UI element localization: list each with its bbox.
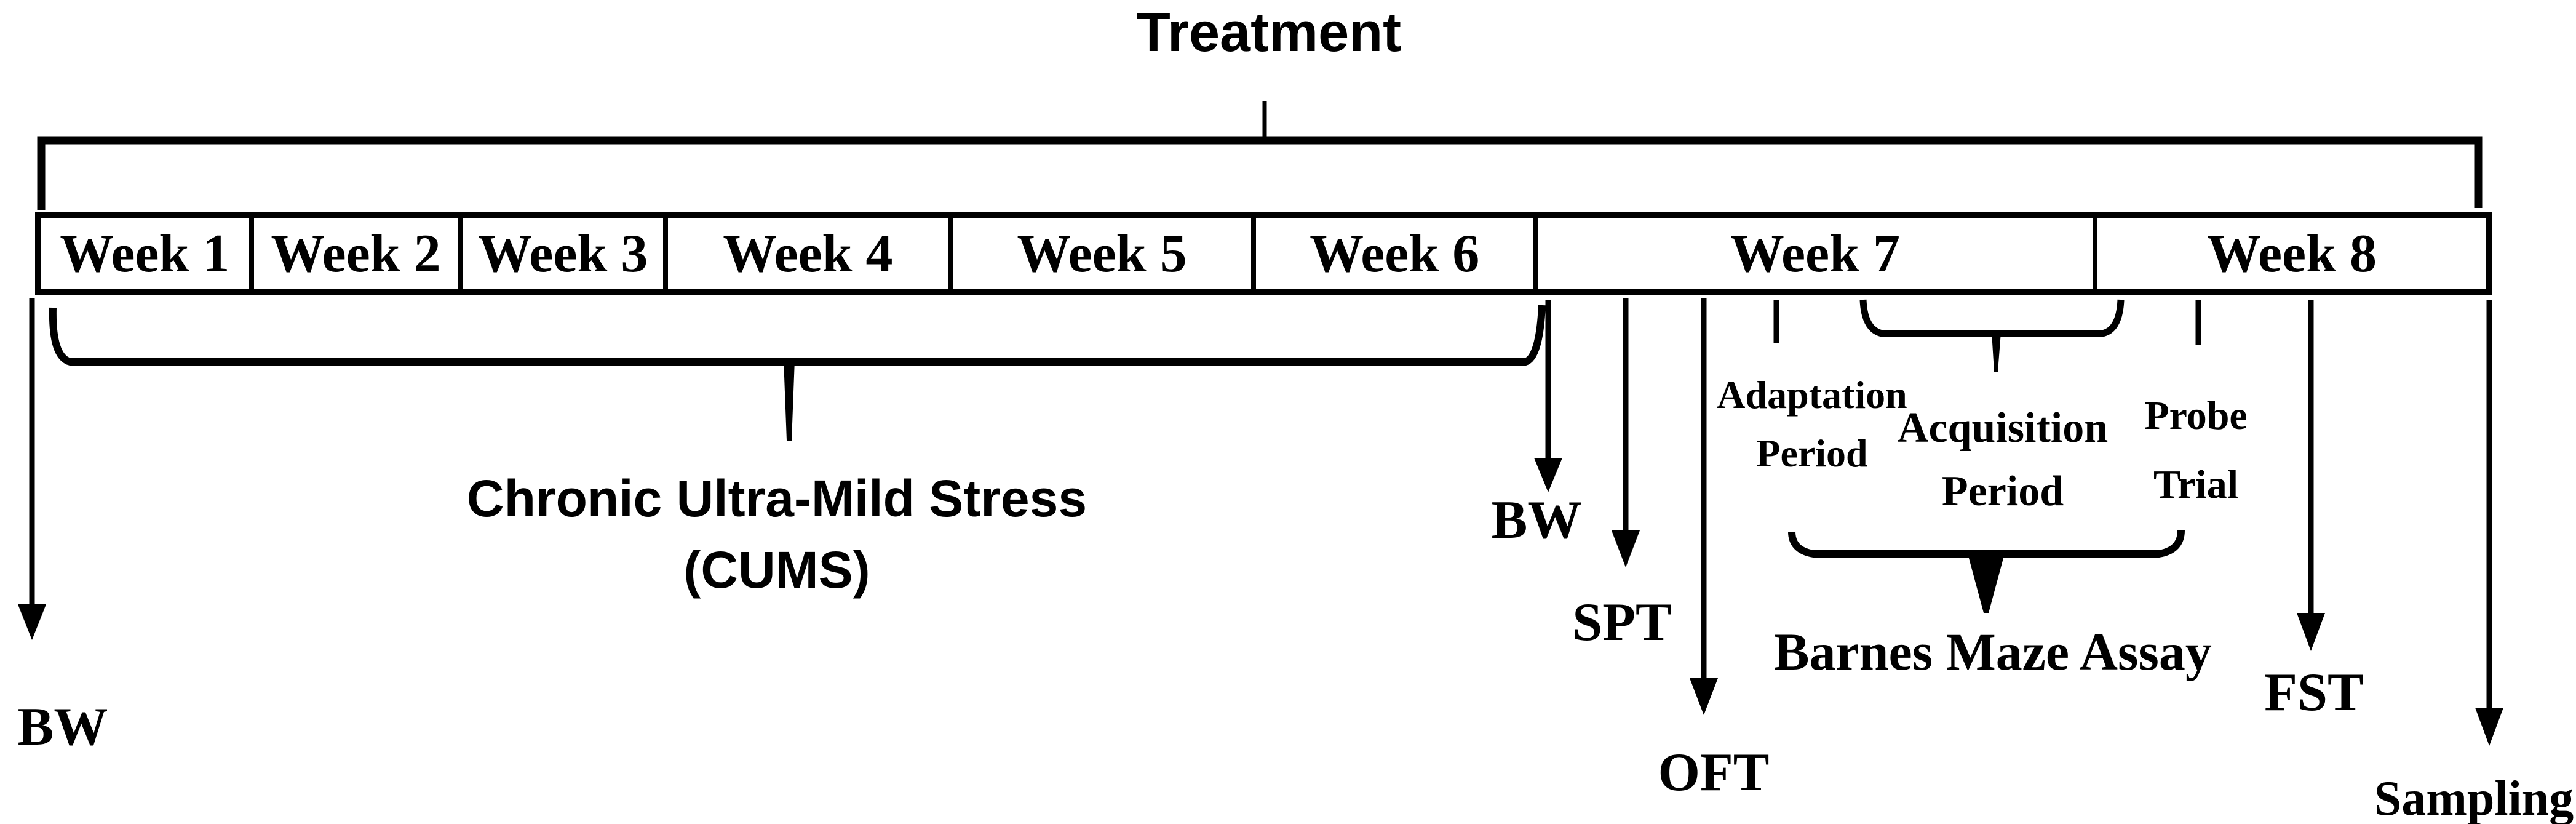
acquisition-brace [1859,299,2125,372]
barnes-maze-assay-label: Barnes Maze Assay [1774,622,2212,681]
adaptation-period-line1: Adaptation [1717,373,1907,417]
cums-label-line1: Chronic Ultra-Mild Stress [466,470,1087,527]
acquisition-period-line1: Acquisition [1897,404,2109,452]
spt-label: SPT [1572,593,1672,652]
week-cell-8: Week 8 [2092,218,2486,289]
probe-trial-line1: Probe [2144,393,2248,438]
barnes-brace [1788,530,2185,613]
week-cell-7: Week 7 [1532,218,2093,289]
oft-arrow [1690,298,1718,715]
acquisition-period-label: Acquisition Period [1898,396,2108,523]
cums-label-line2: (CUMS) [683,541,870,599]
cums-label: Chronic Ultra-Mild Stress (CUMS) [467,463,1087,606]
bw-left-label: BW [17,697,108,757]
week-cell-2: Week 2 [248,218,458,289]
spt-arrow [1612,298,1640,567]
probe-trial-label: Probe Trial [2144,382,2247,519]
adaptation-period-line2: Period [1756,431,1868,475]
week-table: Week 1 Week 2 Week 3 Week 4 Week 5 Week … [35,212,2492,295]
bw-left-arrow [18,298,46,640]
bw-right-arrow [1534,300,1562,492]
week-cell-4: Week 4 [663,218,947,289]
fst-label: FST [2264,663,2364,722]
week-cell-1: Week 1 [60,223,230,284]
bw-right-label: BW [1491,490,1582,550]
acquisition-period-line2: Period [1941,468,2064,515]
probe-trial-line2: Trial [2153,462,2239,507]
diagram-title: Treatment [1136,2,1402,63]
cums-brace [49,305,1546,441]
sampling-arrow [2475,300,2503,746]
sampling-label: Sampling [2374,772,2574,824]
week-cell-3: Week 3 [458,218,663,289]
adaptation-period-label: Adaptation Period [1717,366,1907,482]
treatment-bracket [37,101,2483,210]
oft-label: OFT [1658,743,1770,802]
week-cell-5: Week 5 [947,218,1252,289]
week-cell-6: Week 6 [1251,218,1533,289]
fst-arrow [2297,300,2325,651]
